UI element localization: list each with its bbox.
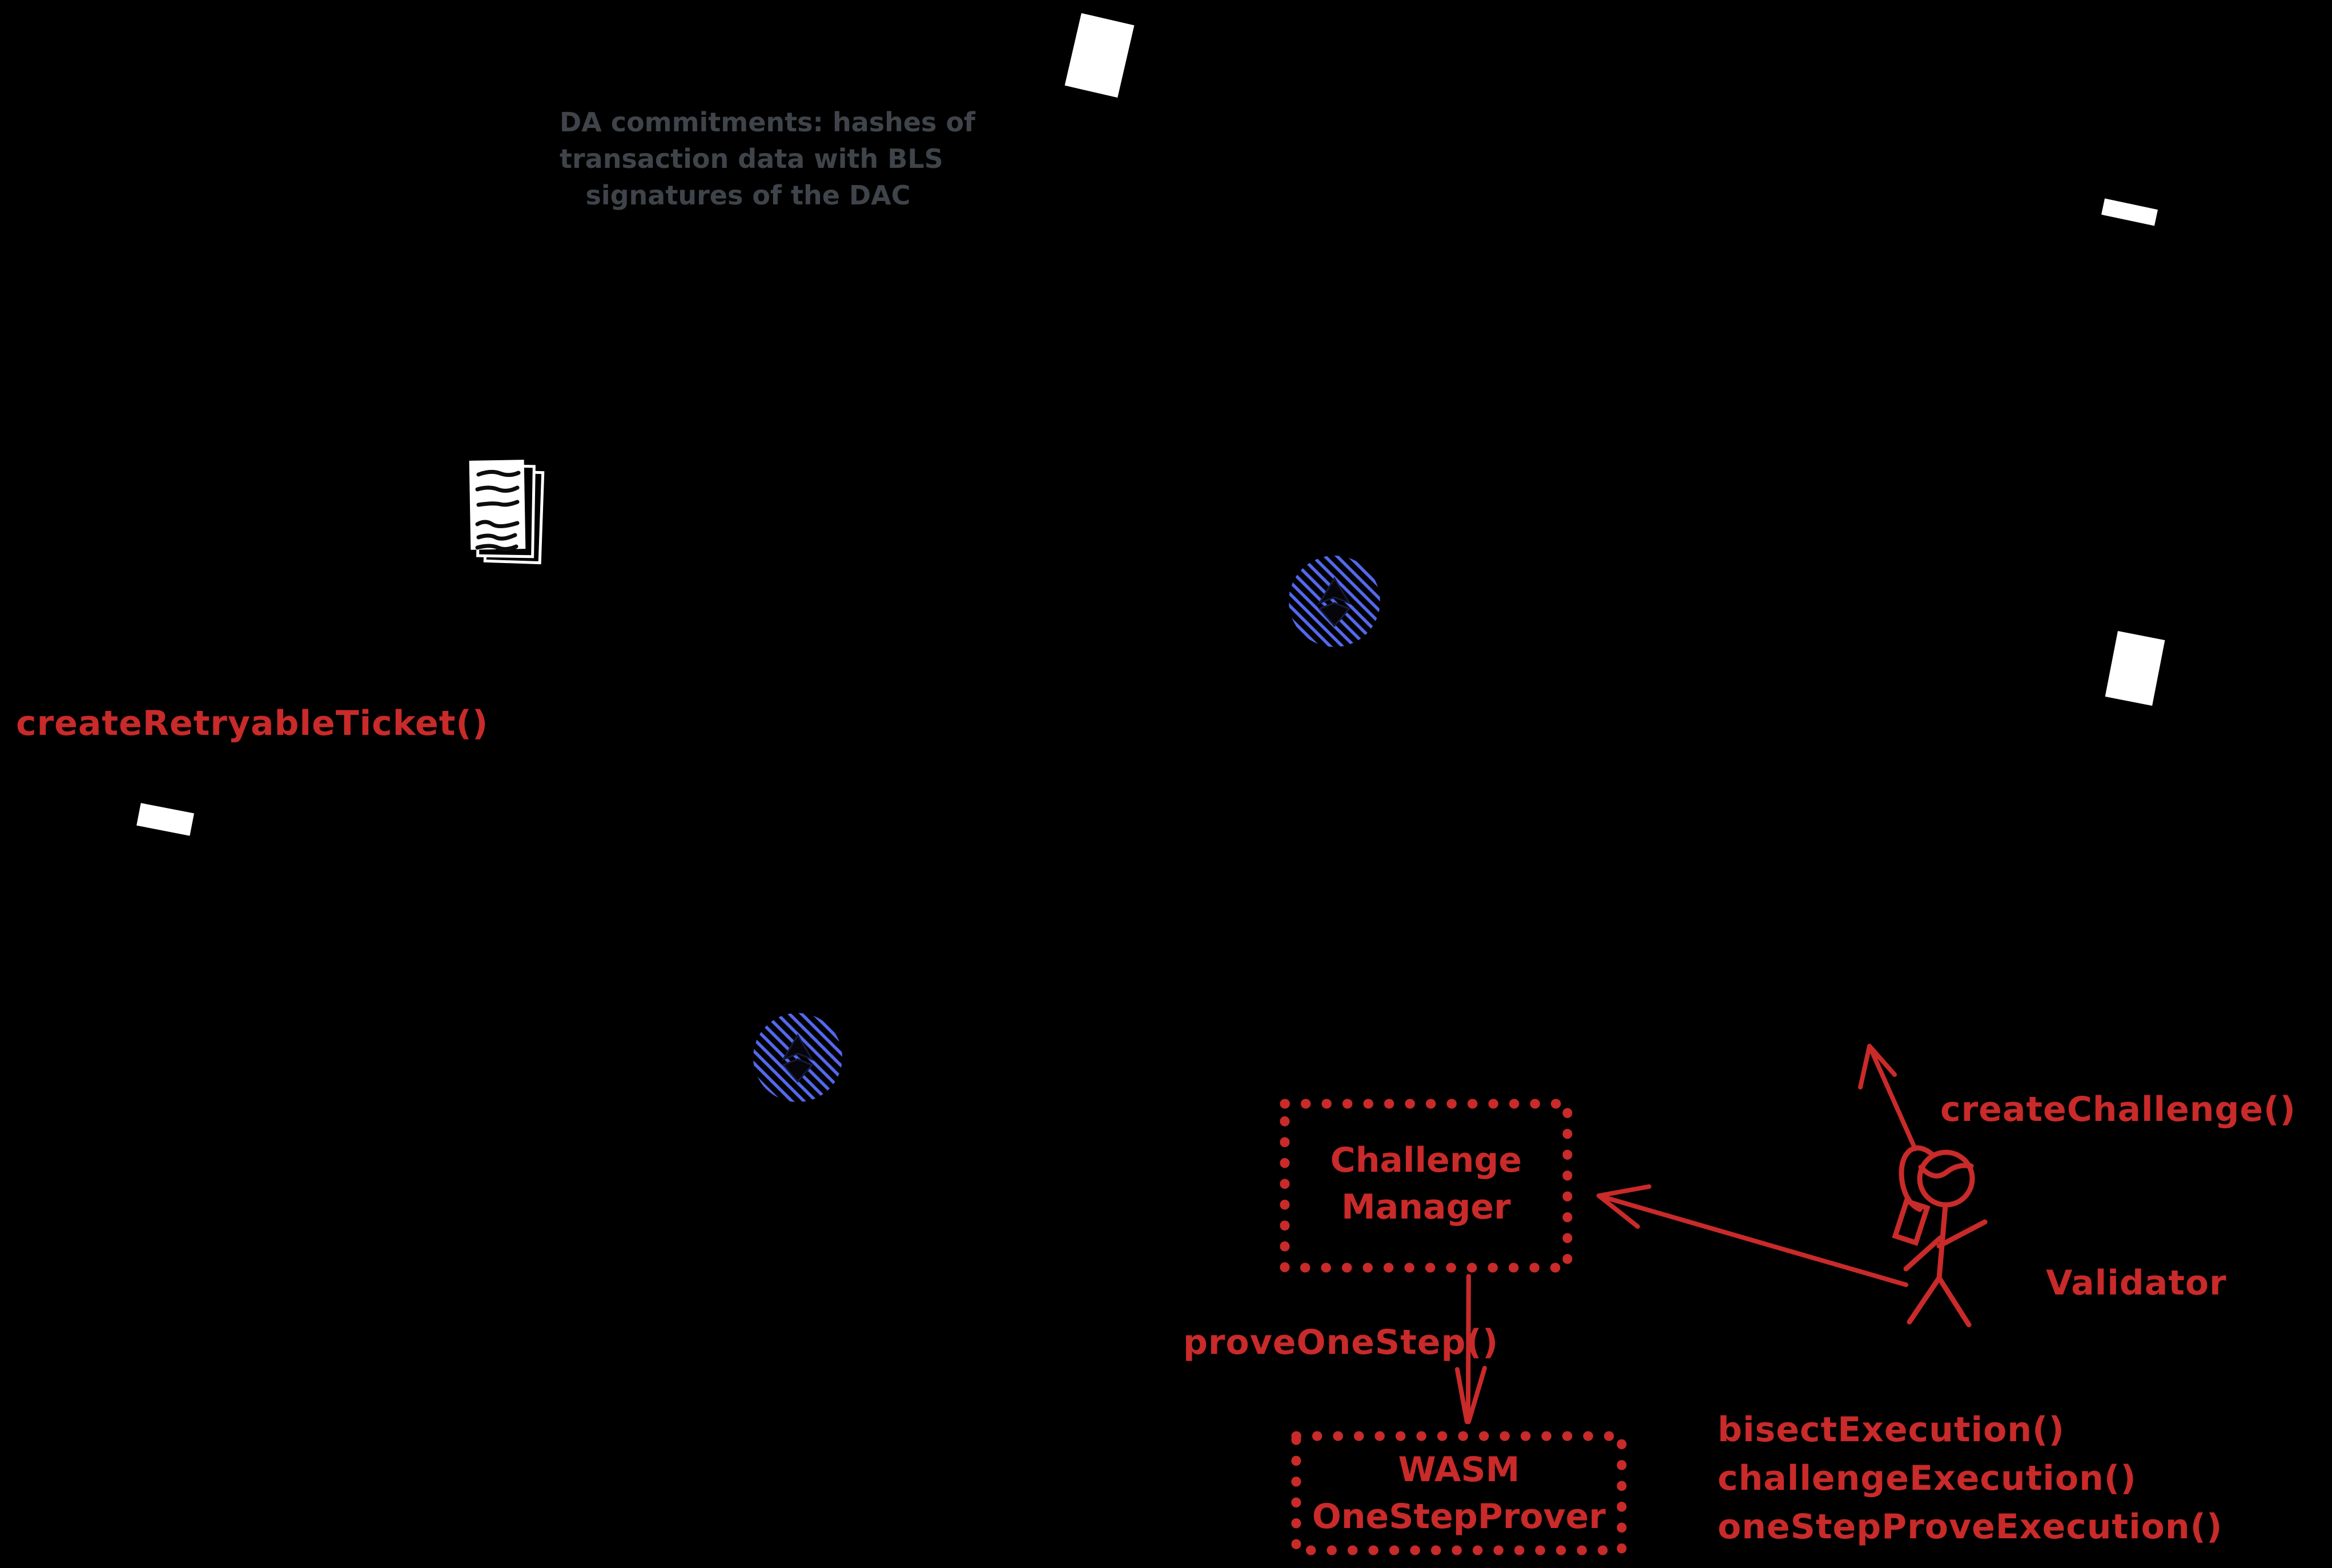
da-commitments-note: DA commitments: hashes of transaction da… (560, 104, 976, 214)
prove-one-step-arrow (1455, 1274, 1487, 1424)
bisect-execution-label: bisectExecution() (1718, 1410, 2065, 1450)
challenge-manager-box: Challenge Manager (1285, 1104, 1567, 1268)
validator-to-challenge-manager-arrow (1597, 1184, 1908, 1287)
challenge-functions-list: bisectExecution() challengeExecution() o… (1718, 1406, 2222, 1551)
da-note-line-3: signatures of the DAC (585, 180, 911, 211)
prove-one-step-label: proveOneStep() (1183, 1322, 1499, 1362)
wasm-one-step-prover-box: WASM OneStepProver (1296, 1436, 1622, 1550)
wasm-box-border (1291, 1431, 1627, 1555)
challenge-manager-box-border (1280, 1099, 1573, 1273)
da-note-line-1: DA commitments: hashes of (560, 107, 976, 138)
create-challenge-arrow (1858, 1044, 1917, 1151)
create-retryable-ticket-label: createRetryableTicket() (16, 703, 489, 743)
one-step-prove-execution-label: oneStepProveExecution() (1718, 1507, 2223, 1547)
wasm-label-line-2: OneStepProver (1312, 1497, 1606, 1537)
eth-coin-icon (753, 1013, 842, 1102)
wasm-label-line-1: WASM (1398, 1450, 1520, 1490)
challenge-execution-label: challengeExecution() (1718, 1458, 2137, 1498)
create-challenge-label: createChallenge() (1940, 1089, 2296, 1129)
eth-coin-icon (1289, 556, 1380, 647)
stick-figure-icon (1892, 1145, 1988, 1328)
da-note-line-2: transaction data with BLS (560, 143, 943, 174)
challenge-manager-label-line-1: Challenge (1330, 1140, 1522, 1180)
challenge-manager-label-line-2: Manager (1341, 1187, 1511, 1227)
document-stack-icon (469, 460, 545, 565)
validator-label: Validator (2046, 1263, 2227, 1303)
